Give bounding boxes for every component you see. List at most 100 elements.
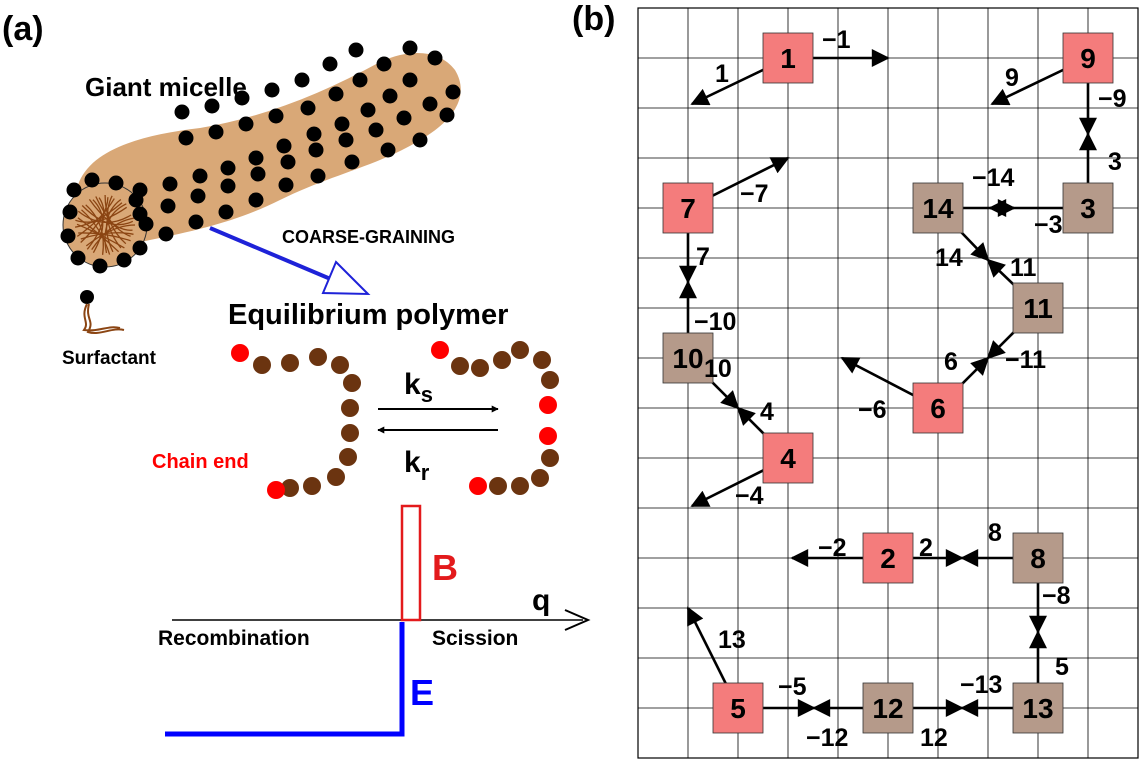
- polymer-bead: [511, 341, 529, 359]
- polymer-bead: [541, 449, 559, 467]
- micelle-head-dot: [412, 132, 428, 148]
- panel-b-label: (b): [572, 0, 615, 38]
- lattice-node-13: 13: [1012, 682, 1064, 734]
- micelle-head-dot: [322, 56, 338, 72]
- bond-label: 8: [988, 519, 1002, 547]
- node-square: [712, 682, 764, 734]
- q-axis-arrowhead: [564, 609, 591, 631]
- micelle-head-dot: [280, 154, 296, 170]
- bond-label: −1: [822, 26, 851, 54]
- node-square: [1012, 532, 1064, 584]
- micelle-head-dot: [344, 154, 360, 170]
- micelle-head-dot: [427, 50, 443, 66]
- energy-step: [165, 622, 405, 737]
- surfactant-tail: [82, 303, 121, 332]
- giant-micelle-body: [75, 52, 461, 244]
- polymer-bead: [331, 356, 349, 374]
- polymer-bead: [309, 348, 327, 366]
- micelle-head-dot: [138, 216, 154, 232]
- q-label: q: [532, 584, 550, 617]
- polymer-bead: [533, 351, 551, 369]
- micelle-head-dot: [208, 124, 224, 140]
- micelle-head-dot: [248, 192, 264, 208]
- node-label: 13: [1022, 693, 1053, 724]
- bond-label: −2: [818, 534, 847, 562]
- tail-strand: [80, 197, 109, 243]
- bond-label: −11: [1005, 346, 1046, 374]
- bond-label: −6: [858, 396, 887, 424]
- barrier-label: B: [432, 547, 458, 588]
- micelle-head-dot: [294, 72, 310, 88]
- polymer-bead: [281, 354, 299, 372]
- micelle-head-dot: [360, 102, 376, 118]
- chain-end-bead: [539, 427, 557, 445]
- micelle-head-dot: [188, 214, 204, 230]
- micelle-head-dot: [402, 72, 418, 88]
- micelle-head-dot: [276, 138, 292, 154]
- micelle-head-dot: [352, 72, 368, 88]
- node-square: [762, 32, 814, 84]
- node-square: [862, 682, 914, 734]
- chain-end-label: Chain end: [152, 451, 249, 473]
- micelle-head-dot: [160, 198, 176, 214]
- node-square: [1062, 32, 1114, 84]
- polymer-bead: [253, 356, 271, 374]
- surfactant-tail-2: [86, 303, 125, 334]
- bond-label: 7: [696, 243, 710, 271]
- bond-label: 4: [760, 398, 774, 426]
- chain-end-bead: [231, 344, 249, 362]
- micelle-head-dot: [178, 130, 194, 146]
- micelle-head-dot: [308, 142, 324, 158]
- lattice-node-8: 8: [1012, 532, 1064, 584]
- micelle-head-dot: [70, 250, 86, 266]
- node-label: 2: [880, 543, 896, 574]
- micelle-head-dot: [220, 160, 236, 176]
- micelle-head-dot: [132, 240, 148, 256]
- micelle-head-dot: [248, 150, 264, 166]
- micelle-head-dot: [348, 42, 364, 58]
- lattice-node-14: 14: [912, 182, 964, 234]
- chain-end-bead: [539, 396, 557, 414]
- node-square: [912, 182, 964, 234]
- node-square: [1012, 282, 1064, 334]
- surfactant-label: Surfactant: [62, 348, 157, 369]
- node-square: [662, 332, 714, 384]
- micelle-head-dot: [439, 107, 455, 123]
- barrier-bar: [400, 504, 422, 622]
- node-square: [862, 532, 914, 584]
- polymer-bead: [341, 424, 359, 442]
- micelle-head-dot: [338, 132, 354, 148]
- micelle-head-dot: [66, 182, 82, 198]
- micelle-head-dot: [380, 142, 396, 158]
- node-square: [1062, 182, 1114, 234]
- energy-label: E: [410, 672, 434, 713]
- micelle-head-dot: [250, 166, 266, 182]
- node-square: [762, 432, 814, 484]
- tail-strand: [105, 198, 122, 253]
- micelle-head-dot: [62, 204, 78, 220]
- micelle-head-dot: [300, 100, 316, 116]
- tail-strand: [91, 217, 135, 250]
- node-label: 7: [680, 193, 696, 224]
- micelle-head-dot: [162, 176, 178, 192]
- lattice-node-3: 3: [1062, 182, 1114, 234]
- bond-label: 13: [718, 626, 746, 654]
- node-label: 3: [1080, 193, 1096, 224]
- node-label: 1: [780, 43, 796, 74]
- micelle-head-dot: [445, 84, 461, 100]
- coarse-graining-arrow-shaft: [209, 226, 341, 285]
- micelle-head-dot: [334, 116, 350, 132]
- polymer-bead: [451, 357, 469, 375]
- bond-label: 5: [1055, 653, 1069, 681]
- micelle-head-dot: [174, 104, 190, 120]
- bond-label: −12: [806, 724, 848, 752]
- micelle-head-dot: [158, 226, 174, 242]
- tail-strand: [81, 209, 111, 255]
- bond-label: 12: [920, 724, 948, 752]
- bond-label: 9: [1005, 64, 1019, 92]
- lattice-node-9: 9: [1062, 32, 1114, 84]
- polymer-chain-left: [231, 344, 361, 499]
